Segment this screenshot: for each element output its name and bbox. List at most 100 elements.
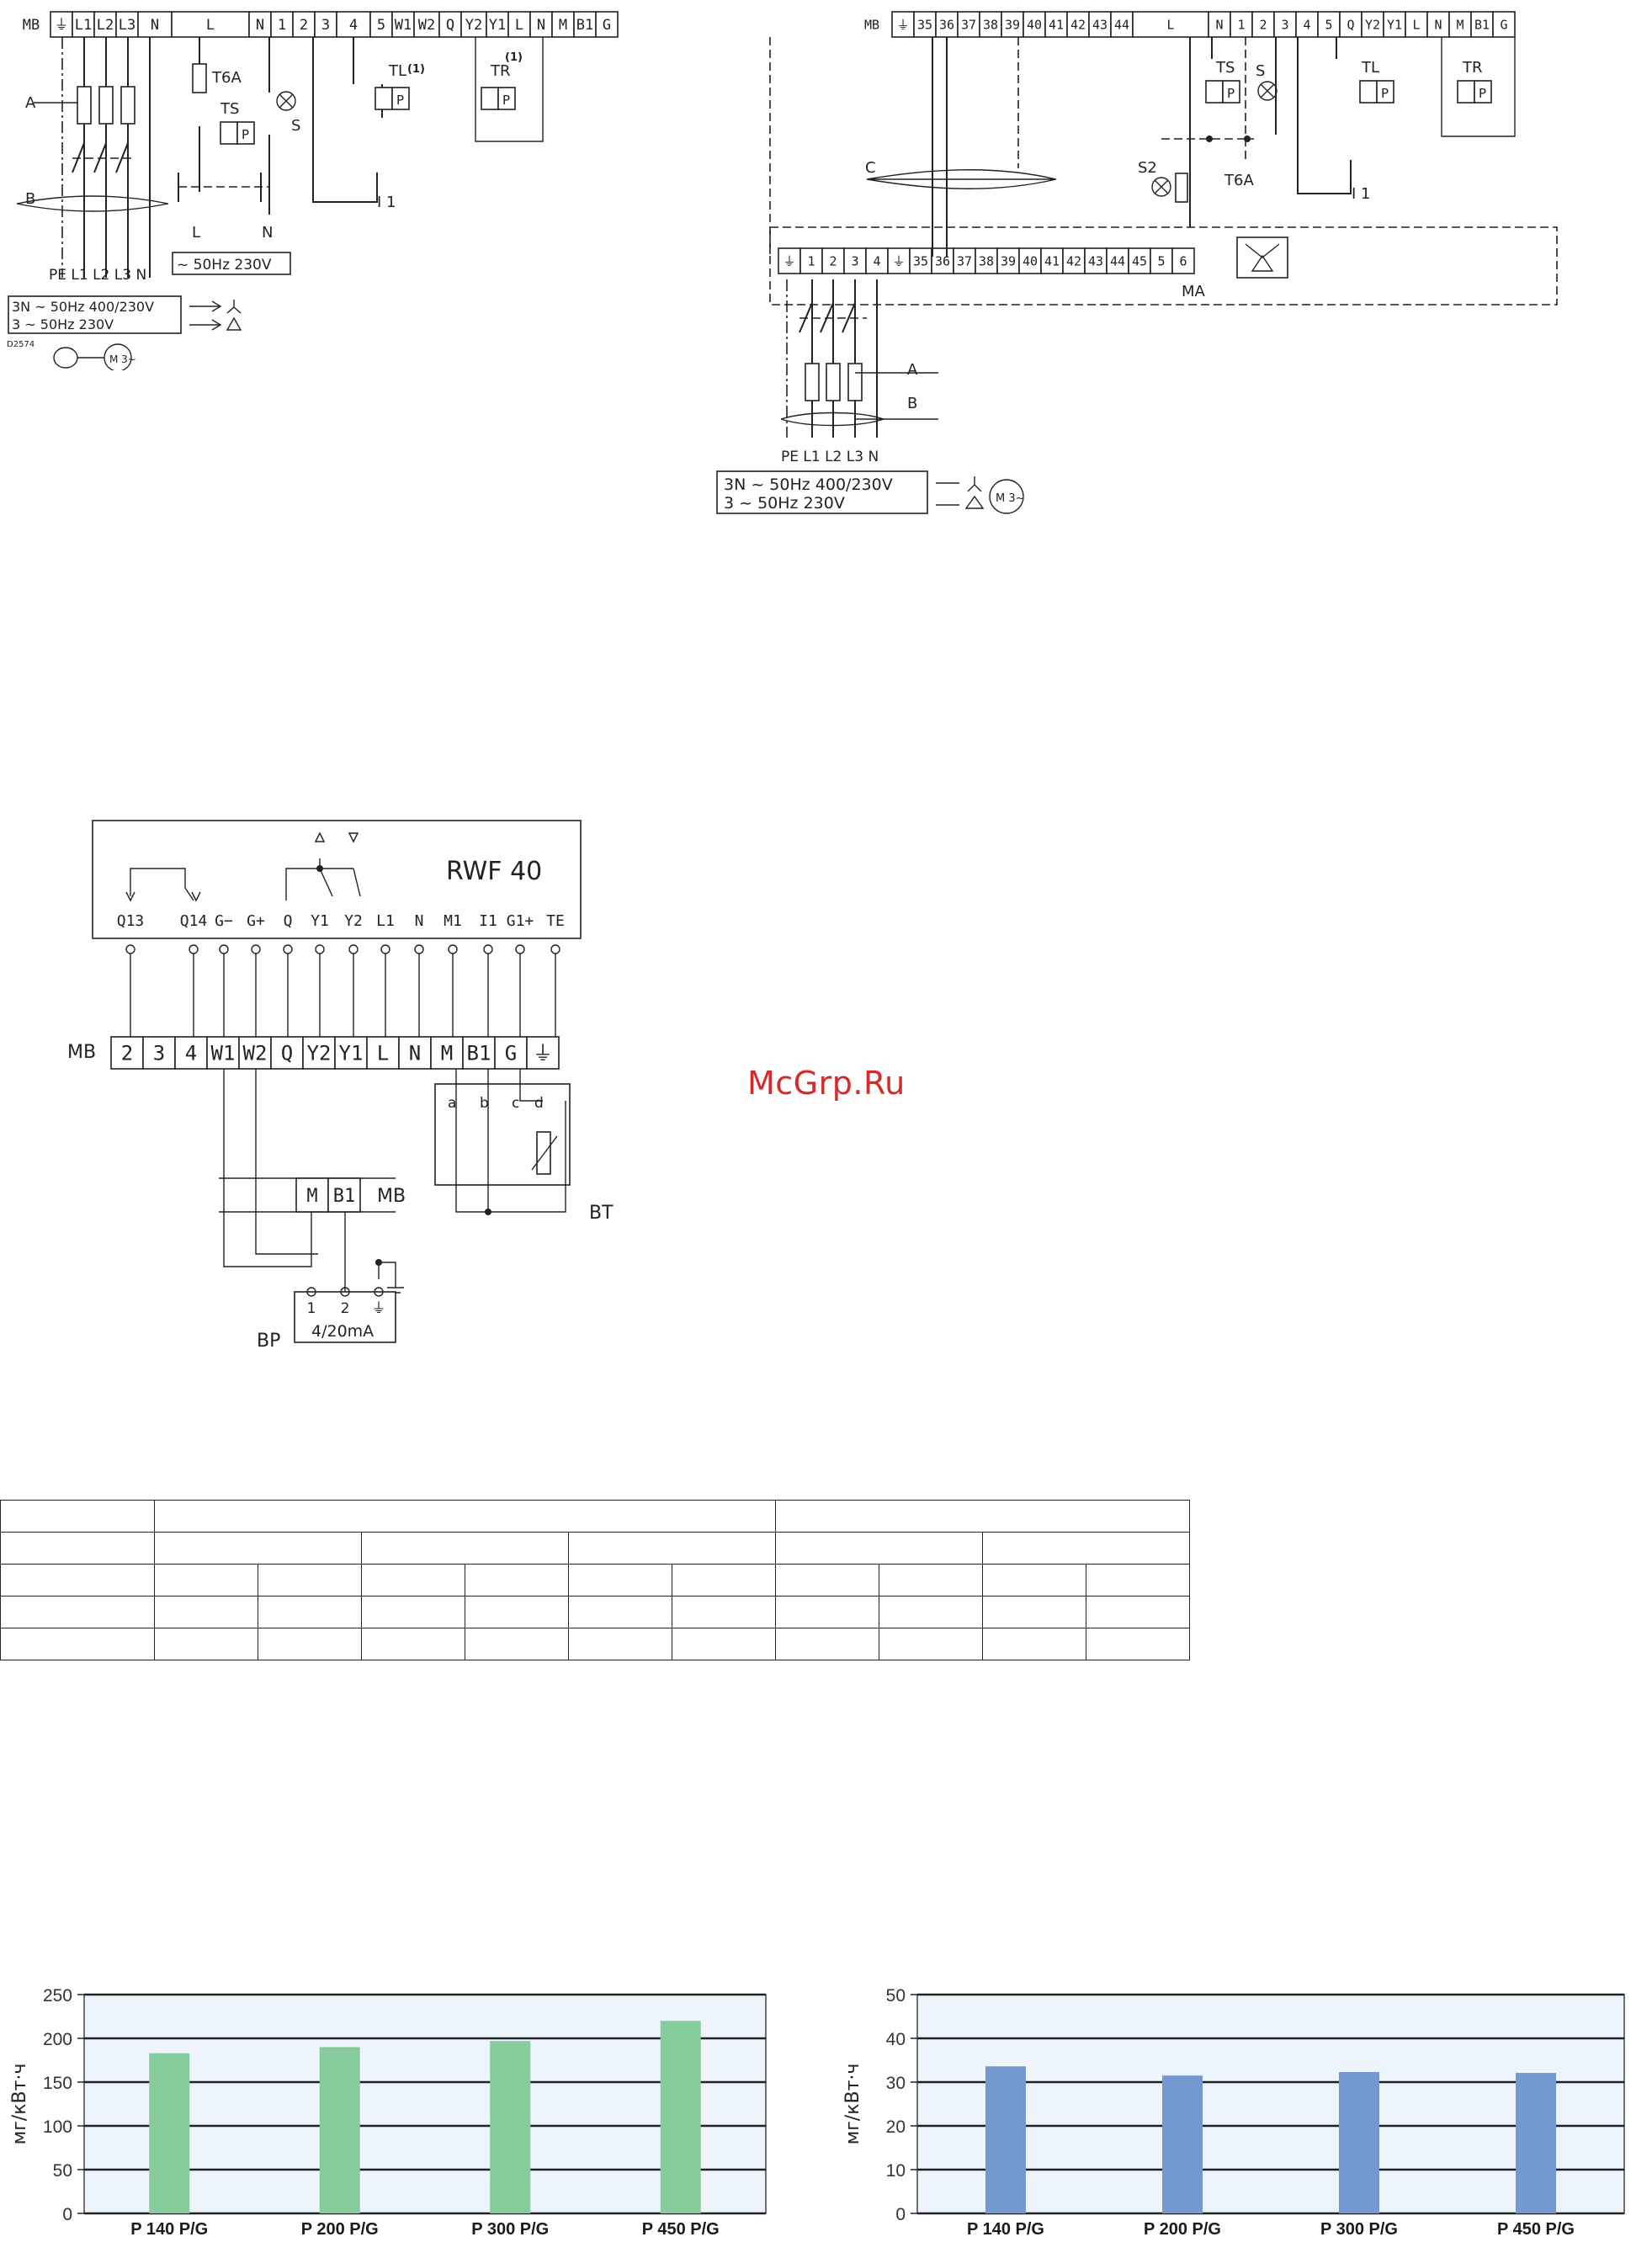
terminal-label: Y1 <box>1387 17 1402 32</box>
label-a-right: A <box>907 361 918 379</box>
bt-terminal-label: a <box>448 1095 456 1112</box>
terminal-label: 40 <box>1027 17 1042 32</box>
terminal-label: Y2 <box>465 17 482 34</box>
rwf-terminal-label: G+ <box>247 912 265 930</box>
label-ts: TS <box>220 100 239 118</box>
pe-labels-right: PE L1 L2 L3 N <box>781 449 879 465</box>
terminal-label: G <box>505 1042 517 1065</box>
bar <box>1516 2073 1556 2213</box>
terminal-label: 44 <box>1110 253 1125 268</box>
terminal-label: L2 <box>97 17 114 34</box>
terminal-label: 5 <box>1325 17 1332 32</box>
label-a: A <box>25 94 36 112</box>
label-b-right: B <box>907 395 917 412</box>
rwf-terminal-label: M1 <box>444 912 462 930</box>
bar <box>490 2041 531 2213</box>
label-tl-right: TL <box>1361 59 1379 77</box>
terminal-label: 5 <box>377 17 385 34</box>
terminal-label: 35 <box>913 253 928 268</box>
x-tick-label: P 140 P/G <box>967 2220 1044 2239</box>
table-row <box>0 1564 1190 1596</box>
rwf-terminal-label: Y1 <box>311 912 329 930</box>
x-tick-label: P 450 P/G <box>1497 2220 1575 2239</box>
terminal-label: Y1 <box>489 17 506 34</box>
supply-label: ~ 50Hz 230V <box>177 257 272 274</box>
label-s: S <box>291 117 300 135</box>
terminal-label: ⏚ <box>892 253 905 268</box>
terminal-label: N <box>1215 17 1223 32</box>
terminal-label: M <box>306 1186 317 1207</box>
terminal-label: 4 <box>349 17 358 34</box>
terminal-label: 2 <box>1259 17 1267 32</box>
terminal-label: N <box>151 17 159 34</box>
rwf-terminal-label: G1+ <box>507 912 534 930</box>
terminal-label: N <box>409 1042 421 1065</box>
terminal-label: 36 <box>939 17 954 32</box>
supply-line2: 3 ~ 50Hz 230V <box>12 316 114 332</box>
y-tick-label: 50 <box>886 1986 906 2006</box>
y-tick-label: 0 <box>895 2205 906 2224</box>
plot-area <box>916 1994 1625 2214</box>
rwf-terminal-label: TE <box>546 912 565 930</box>
table-row <box>0 1596 1190 1628</box>
svg-text:P: P <box>242 127 249 142</box>
terminal-label: N <box>1434 17 1442 32</box>
terminal-label: B1 <box>1474 17 1490 32</box>
plot-area <box>83 1994 767 2214</box>
terminal-label: W2 <box>418 17 435 34</box>
terminal-label: L1 <box>75 17 92 34</box>
label-n: N <box>262 224 273 242</box>
mb2-label: MB <box>377 1186 406 1207</box>
label-ts-right: TS <box>1215 59 1235 77</box>
label-tl: TL <box>388 62 406 80</box>
y-tick-label: 0 <box>62 2205 72 2224</box>
terminal-label: 41 <box>1049 17 1064 32</box>
svg-text:P: P <box>1381 86 1389 101</box>
terminal-label: L3 <box>119 17 135 34</box>
y-tick-label: 150 <box>43 2074 72 2093</box>
terminal-label: Q <box>1347 17 1354 32</box>
bar <box>985 2066 1026 2213</box>
terminal-label: 2 <box>121 1042 133 1065</box>
terminal-label: L <box>1166 17 1174 32</box>
terminal-label: W1 <box>395 17 412 34</box>
rwf-terminal-label: Q13 <box>117 912 145 930</box>
x-tick-label: P 300 P/G <box>471 2220 549 2239</box>
x-tick-label: P 140 P/G <box>130 2220 208 2239</box>
bp-terminal-label: ⏚ <box>372 1300 386 1317</box>
bp-signal: 4/20mA <box>311 1322 374 1341</box>
rwf40-box <box>92 820 582 939</box>
terminal-label: 1 <box>1237 17 1245 32</box>
terminal-label: 3 <box>153 1042 165 1065</box>
label-i1-right: I 1 <box>1352 185 1370 203</box>
terminal-label: M <box>441 1042 453 1065</box>
label-s-right: S <box>1256 62 1265 80</box>
terminal-label: 45 <box>1132 253 1147 268</box>
label-fuse-t6a: T6A <box>211 69 242 87</box>
table-row <box>0 1500 1190 1533</box>
terminal-label: 4 <box>873 253 880 268</box>
terminal-label: 39 <box>1005 17 1020 32</box>
terminal-label: 3 <box>851 253 858 268</box>
label-b: B <box>25 190 35 208</box>
terminal-label: 2 <box>829 253 837 268</box>
svg-text:P: P <box>502 93 510 108</box>
terminal-label: W1 <box>211 1042 236 1065</box>
table-row <box>0 1532 1190 1565</box>
terminal-label: 39 <box>1001 253 1016 268</box>
terminal-label: 37 <box>961 17 976 32</box>
terminal-label: 44 <box>1114 17 1129 32</box>
watermark: McGrp.Ru <box>747 1065 906 1102</box>
y-tick-label: 20 <box>886 2117 906 2137</box>
terminal-label: N <box>256 17 264 34</box>
terminal-label: Y1 <box>339 1042 364 1065</box>
terminal-label: 43 <box>1092 17 1108 32</box>
terminal-label: 43 <box>1088 253 1103 268</box>
motor-icon <box>104 343 132 370</box>
svg-text:(1): (1) <box>407 63 425 76</box>
